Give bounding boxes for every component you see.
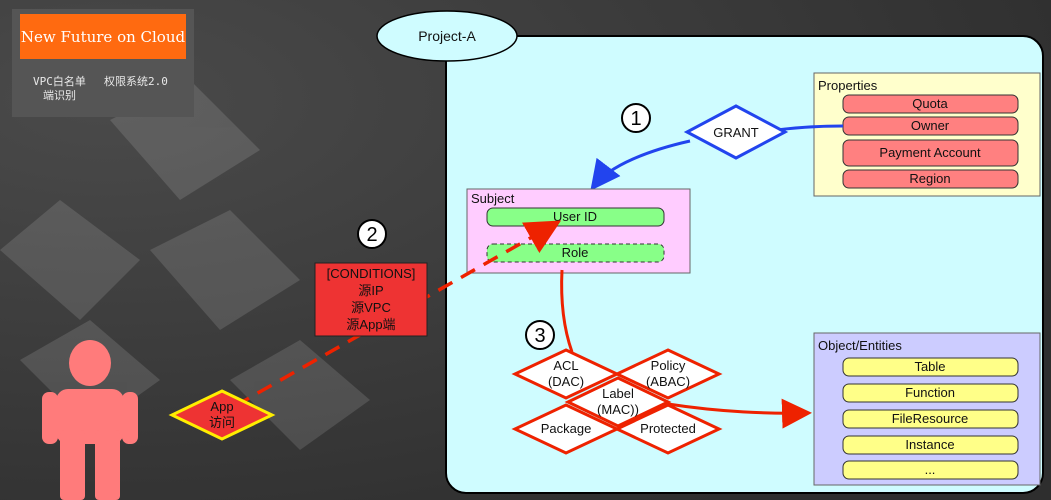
step-3-marker: 3 xyxy=(525,320,555,350)
project-label: Project-A xyxy=(418,28,476,44)
svg-text:Owner: Owner xyxy=(911,118,950,133)
svg-text:(DAC): (DAC) xyxy=(548,374,584,389)
label-diamond: Label (MAC)) xyxy=(564,376,672,428)
object-more: ... xyxy=(842,460,1019,480)
logo-panel: New Future on Cloud VPC白名单 权限系统2.0 端识别 xyxy=(12,9,194,117)
svg-text:Instance: Instance xyxy=(905,437,954,452)
object-table: Table xyxy=(842,357,1019,377)
svg-text:1: 1 xyxy=(630,108,641,130)
svg-text:(MAC)): (MAC)) xyxy=(597,402,639,417)
subject-user-id: User ID xyxy=(486,207,665,227)
svg-text:Quota: Quota xyxy=(912,96,948,111)
package-diamond: Package xyxy=(511,403,621,455)
svg-text:...: ... xyxy=(925,462,936,477)
svg-text:Table: Table xyxy=(914,359,945,374)
svg-text:Label: Label xyxy=(602,386,634,401)
protected-diamond: Protected xyxy=(613,403,723,455)
svg-text:访问: 访问 xyxy=(209,415,235,430)
svg-text:Package: Package xyxy=(541,421,592,436)
app-access-diamond: App 访问 xyxy=(168,389,276,441)
svg-text:App: App xyxy=(210,399,233,414)
objects-title: Object/Entities xyxy=(818,338,902,353)
svg-text:Protected: Protected xyxy=(640,421,696,436)
svg-text:Policy: Policy xyxy=(651,358,686,373)
conditions-box: [CONDITIONS] 源IP 源VPC 源App端 xyxy=(314,262,428,337)
grant-diamond: GRANT xyxy=(683,104,789,160)
svg-text:[CONDITIONS]: [CONDITIONS] xyxy=(327,266,416,281)
svg-text:源VPC: 源VPC xyxy=(351,300,391,315)
svg-text:2: 2 xyxy=(366,224,377,246)
project-label-bubble xyxy=(376,10,518,62)
property-quota: Quota xyxy=(842,94,1019,114)
acl-diamond: ACL (DAC) xyxy=(511,348,621,400)
logo-subtitle-left: VPC白名单 xyxy=(33,75,86,88)
svg-text:Payment Account: Payment Account xyxy=(879,145,981,160)
svg-text:User ID: User ID xyxy=(553,209,597,224)
property-region: Region xyxy=(842,169,1019,189)
logo-subtitle-right: 权限系统2.0 xyxy=(104,75,168,88)
logo-title: New Future on Cloud xyxy=(20,14,186,59)
policy-diamond: Policy (ABAC) xyxy=(613,348,723,400)
property-payment-account: Payment Account xyxy=(842,139,1019,167)
svg-text:源IP: 源IP xyxy=(358,283,383,298)
svg-text:FileResource: FileResource xyxy=(892,411,969,426)
object-function: Function xyxy=(842,383,1019,403)
object-file-resource: FileResource xyxy=(842,409,1019,429)
property-owner: Owner xyxy=(842,116,1019,136)
svg-text:Function: Function xyxy=(905,385,955,400)
step-1-marker: 1 xyxy=(621,103,651,133)
step-2-marker: 2 xyxy=(357,219,387,249)
logo-subtitle-line2: 端识别 xyxy=(43,89,76,102)
object-instance: Instance xyxy=(842,435,1019,455)
role-to-policies-connector xyxy=(560,269,574,353)
svg-text:Region: Region xyxy=(909,171,950,186)
label-to-objects-arrow xyxy=(667,398,812,429)
properties-title: Properties xyxy=(818,78,878,93)
svg-text:3: 3 xyxy=(534,325,545,347)
grant-arrow xyxy=(590,139,691,191)
svg-text:GRANT: GRANT xyxy=(713,125,759,140)
svg-text:源App端: 源App端 xyxy=(346,317,395,332)
svg-text:Role: Role xyxy=(562,245,589,260)
subject-title: Subject xyxy=(471,191,515,206)
svg-text:ACL: ACL xyxy=(553,358,578,373)
user-person-icon xyxy=(42,340,138,500)
svg-text:(ABAC): (ABAC) xyxy=(646,374,690,389)
